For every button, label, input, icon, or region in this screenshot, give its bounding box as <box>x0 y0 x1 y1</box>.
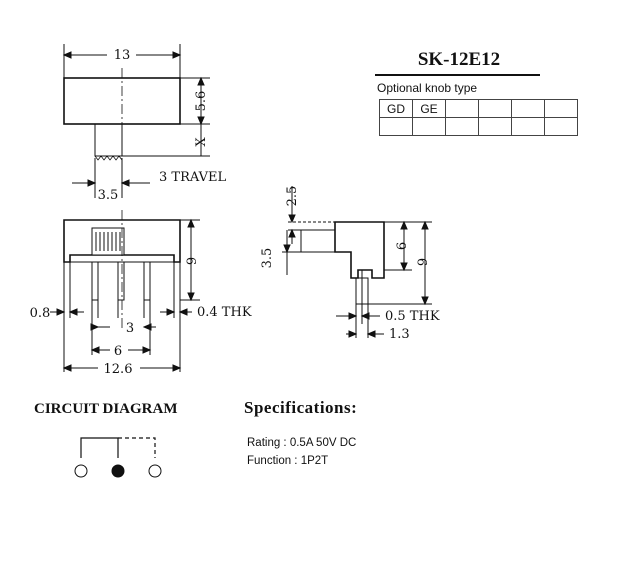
table-cell <box>511 99 545 118</box>
dim-side-knob-height: 3.5 <box>260 248 275 269</box>
title-underline <box>375 74 540 76</box>
table-cell: GD <box>379 99 413 118</box>
dim-side-pin-thk: 0.5 THK <box>385 309 440 324</box>
dim-body-height: 5.6 <box>194 91 209 112</box>
dim-side-body: 6 <box>395 242 410 250</box>
dim-side-total: 9 <box>416 258 431 266</box>
dim-x: X <box>194 137 209 147</box>
spec-rating: Rating : 0.5A 50V DC <box>247 437 357 449</box>
dim-pin-offset: 0.8 <box>30 306 51 321</box>
dim-actuator-width: 3.5 <box>98 188 119 203</box>
knob-table-label: Optional knob type <box>377 81 478 95</box>
part-number: SK-12E12 <box>417 49 501 70</box>
dim-pin-pitch: 3 <box>126 321 134 336</box>
table-cell <box>544 99 578 118</box>
table-row <box>379 117 578 136</box>
dim-total-width: 12.6 <box>104 362 133 377</box>
table-cell: GE <box>412 99 446 118</box>
table-cell <box>478 99 512 118</box>
spec-function: Function : 1P2T <box>247 455 329 467</box>
terminal-right <box>148 464 162 478</box>
table-cell <box>379 117 413 136</box>
dim-side-knob: 2.5 <box>285 186 300 207</box>
dim-front-height: 9 <box>185 257 200 265</box>
table-row: GD GE <box>379 99 578 118</box>
dim-travel: 3 TRAVEL <box>159 170 226 185</box>
specifications-title: Specifications: <box>244 398 358 417</box>
side-view: 2.5 3.5 6 9 0.5 THK 1.3 <box>260 186 440 342</box>
dim-pin-span: 6 <box>114 344 122 359</box>
table-cell <box>511 117 545 136</box>
dim-side-pin-len: 1.3 <box>389 327 410 342</box>
table-cell <box>544 117 578 136</box>
top-view: 13 5.6 X 3.5 3 TRAVEL <box>62 44 226 203</box>
front-view: 9 0.8 3 0.4 THK 6 <box>30 210 252 377</box>
dim-top-width: 13 <box>114 48 131 63</box>
table-cell <box>412 117 446 136</box>
circuit-diagram-title: CIRCUIT DIAGRAM <box>34 401 178 417</box>
knob-type-table: GD GE <box>379 99 578 136</box>
terminal-common <box>111 464 125 478</box>
circuit-schematic <box>74 437 162 478</box>
table-cell <box>445 99 479 118</box>
table-cell <box>478 117 512 136</box>
terminal-left <box>74 464 88 478</box>
dim-pin-thickness: 0.4 THK <box>197 305 252 320</box>
table-cell <box>445 117 479 136</box>
